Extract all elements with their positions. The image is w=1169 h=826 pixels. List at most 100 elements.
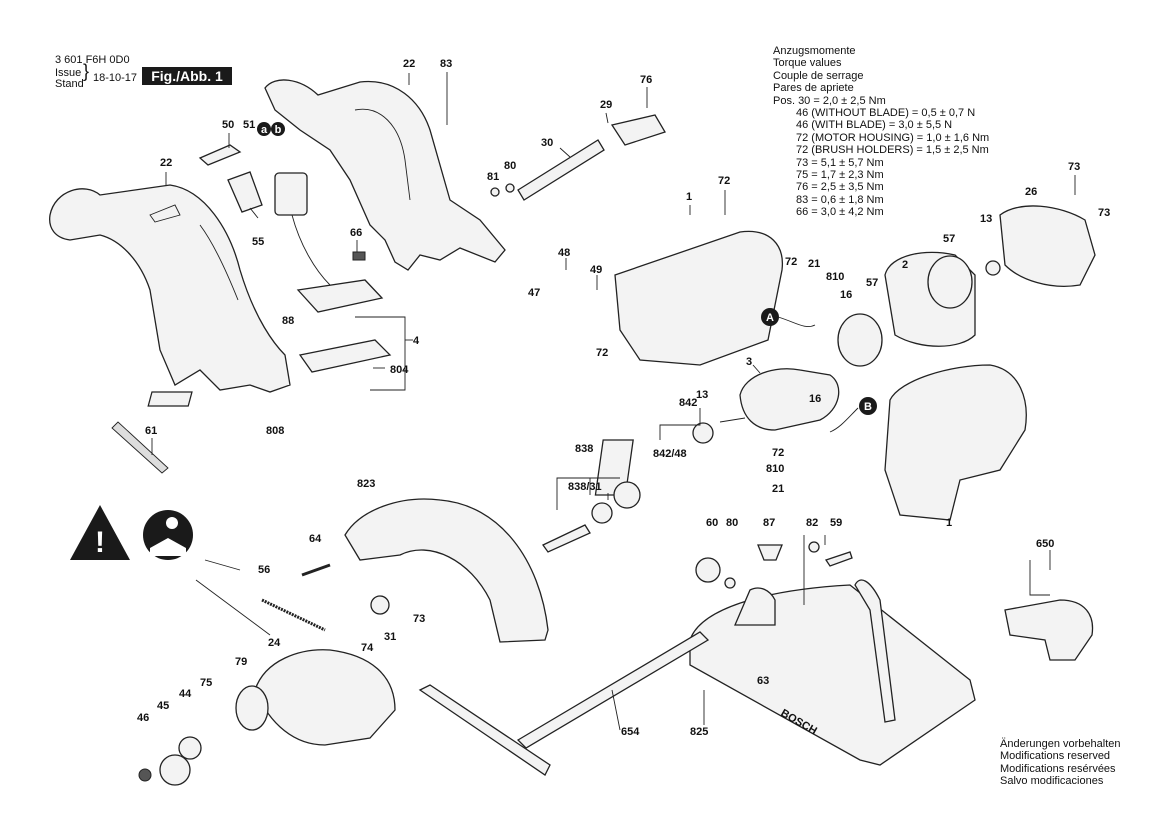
washer <box>490 187 500 197</box>
drive-gear <box>613 481 641 509</box>
part-label: 29 <box>600 99 612 111</box>
torque-row: 72 (MOTOR HOUSING) = 1,0 ± 1,6 Nm <box>796 131 990 144</box>
part-label: 16 <box>840 289 852 301</box>
part-label: 57 <box>943 233 955 245</box>
part-label: 823 <box>357 478 375 490</box>
marker-A-label: A <box>766 312 774 324</box>
part-label: 57 <box>866 277 878 289</box>
spindle-lock-knob <box>610 114 666 146</box>
part-label: 21 <box>808 258 820 270</box>
housing-half-right <box>264 79 506 271</box>
torque-title-es: Pares de apriete <box>773 82 854 95</box>
clamp-flange <box>159 754 191 786</box>
part-label: 63 <box>757 675 769 687</box>
torque-row: 46 (WITHOUT BLADE) = 0,5 ± 0,7 N <box>796 107 976 120</box>
issue-label: Issue <box>55 67 82 79</box>
part-label: 50 <box>222 119 234 131</box>
torque-row: 72 (BRUSH HOLDERS) = 1,5 ± 2,5 Nm <box>796 144 989 157</box>
armature <box>739 368 840 431</box>
screw-59 <box>824 551 853 567</box>
part-label: 81 <box>487 171 499 183</box>
document-number: 3 601 F6H 0D0 <box>55 54 130 66</box>
spindle-lock-shaft <box>517 139 605 201</box>
washer-80 <box>724 577 736 589</box>
part-label: 3 <box>746 356 752 368</box>
part-label: 47 <box>528 287 540 299</box>
part-label: 72 <box>785 256 797 268</box>
part-label: 838 <box>575 443 593 455</box>
part-label: 74 <box>361 642 374 654</box>
part-label: 72 <box>596 347 608 359</box>
bushing-31 <box>370 595 390 615</box>
switch-wire <box>291 214 331 286</box>
lower-blade-guard <box>254 649 396 746</box>
part-label: 80 <box>726 517 738 529</box>
part-label: 72 <box>772 447 784 459</box>
part-label: 72 <box>718 175 730 187</box>
return-spring <box>261 598 326 632</box>
torque-title-en: Torque values <box>773 57 842 70</box>
gear-bearing <box>591 502 613 524</box>
part-label: 21 <box>772 483 784 495</box>
torque-title-fr: Couple de serrage <box>773 69 864 82</box>
torque-row: 76 = 2,5 ± 3,5 Nm <box>796 181 884 194</box>
marker-B-label: B <box>864 401 872 413</box>
part-label: 87 <box>763 517 775 529</box>
part-label: 48 <box>558 247 570 259</box>
part-label: 810 <box>826 271 844 283</box>
part-label: 46 <box>137 712 149 724</box>
part-label: 16 <box>809 393 821 405</box>
marker-A <box>761 308 779 326</box>
part-label: 1 <box>946 517 952 529</box>
part-label: 30 <box>541 137 553 149</box>
part-label: 842 <box>679 397 697 409</box>
part-label: 842/48 <box>653 448 687 460</box>
part-label: 31 <box>384 631 396 643</box>
part-label: 22 <box>160 157 172 169</box>
note-fr: Modifications resérvées <box>1000 762 1116 775</box>
motor-housing-top <box>614 230 783 366</box>
electronics-cover <box>298 339 392 373</box>
marker-a-label: a <box>261 124 268 136</box>
electronics-board <box>296 279 384 313</box>
torque-row: 46 (WITH BLADE) = 3,0 ± 5,5 N <box>796 119 953 132</box>
label-plate <box>147 391 193 407</box>
brush-ring <box>837 313 883 367</box>
leader-lines <box>151 72 1076 731</box>
bearing-plate <box>594 439 634 496</box>
part-label: 44 <box>179 688 192 700</box>
torque-row: 75 = 1,7 ± 2,3 Nm <box>796 169 884 182</box>
part-label: 73 <box>1068 161 1080 173</box>
guide-rail <box>418 684 551 776</box>
torque-title-de: Anzugsmomente <box>773 45 856 57</box>
part-label: 13 <box>980 213 992 225</box>
part-label: 49 <box>590 264 602 276</box>
washer <box>505 183 515 193</box>
figure-label: Fig./Abb. 1 <box>142 67 232 85</box>
part-label: 51 <box>243 119 255 131</box>
pin <box>301 563 331 577</box>
wire-B <box>829 407 859 433</box>
part-label: 66 <box>350 227 362 239</box>
housing-slot <box>149 204 181 223</box>
torque-table: Anzugsmomente Torque values Couple de se… <box>773 45 989 219</box>
bearing-13 <box>692 422 714 444</box>
part-label: 76 <box>640 74 652 86</box>
wing-knob-87 <box>757 544 783 561</box>
upper-blade-guard <box>344 498 549 643</box>
housing-half-left <box>49 184 291 393</box>
note-de: Änderungen vorbehalten <box>1000 738 1121 750</box>
part-label: 73 <box>413 613 425 625</box>
base-plate <box>689 584 976 766</box>
part-label: 73 <box>1098 207 1110 219</box>
part-label: 75 <box>200 677 212 689</box>
cable-clip <box>352 251 366 261</box>
marker-B <box>859 397 877 415</box>
part-label: 26 <box>1025 186 1037 198</box>
stand-label: Stand <box>55 78 84 90</box>
warning-icon <box>70 505 130 560</box>
part-labels: 22 22 83 76 50 51 29 30 80 81 55 66 1 72… <box>137 58 1110 738</box>
part-label: 804 <box>390 364 409 376</box>
lock-button <box>198 144 242 166</box>
note-es: Salvo modificaciones <box>1000 775 1104 788</box>
